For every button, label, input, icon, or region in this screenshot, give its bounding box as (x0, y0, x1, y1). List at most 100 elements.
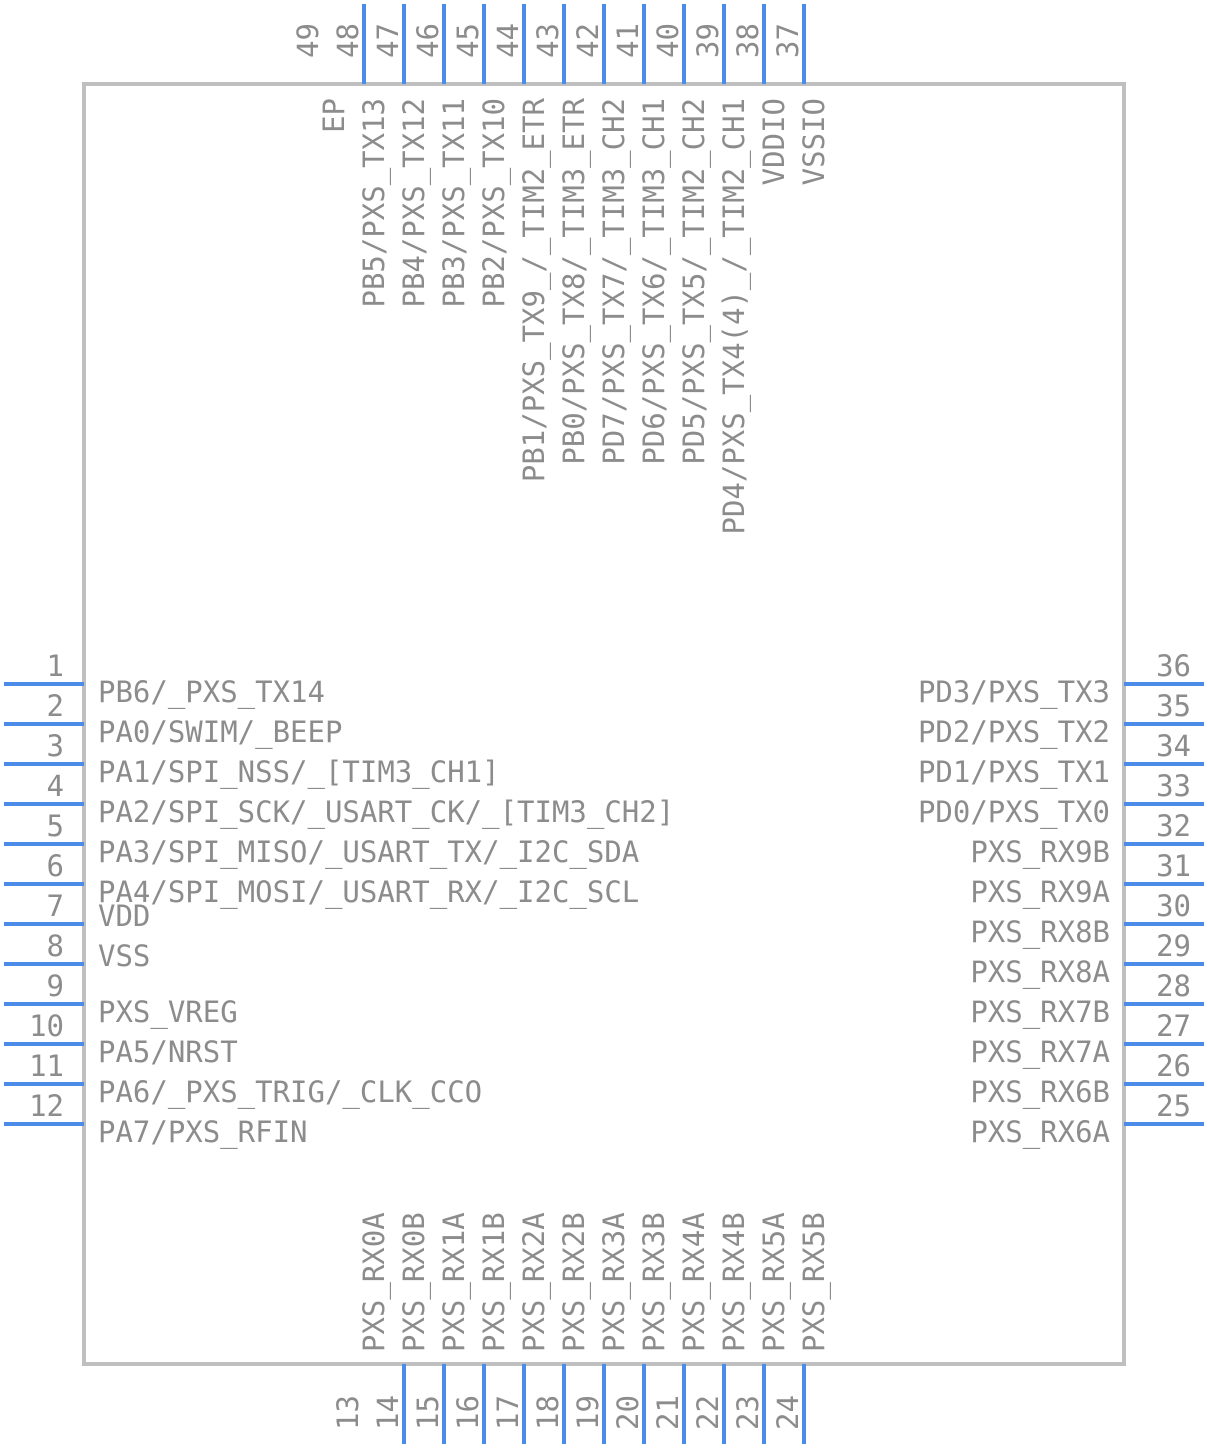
pin-number-36: 36 (1156, 649, 1191, 683)
pin-name-26: PXS_RX6B (970, 1075, 1110, 1110)
pin-number-10: 10 (29, 1009, 64, 1043)
pin-name-21: PXS_RX4A (677, 1212, 712, 1352)
pin-number-20: 20 (611, 1395, 645, 1430)
pin-name-3: PA1/SPI_NSS/_[TIM3_CH1] (98, 755, 500, 790)
pin-name-2: PA0/SWIM/_BEEP (98, 715, 342, 750)
pin-name-43: PB0/PXS_TX8/_TIM3_ETR (557, 97, 592, 464)
pin-number-13: 13 (331, 1395, 365, 1430)
pin-number-33: 33 (1156, 769, 1191, 803)
pin-number-19: 19 (571, 1395, 605, 1430)
pin-number-44: 44 (491, 23, 525, 58)
pin-name-10: PA5/NRST (98, 1035, 238, 1069)
pin-number-2: 2 (47, 689, 64, 723)
pin-number-3: 3 (47, 729, 64, 763)
pin-name-20: PXS_RX3B (637, 1212, 672, 1352)
pin-number-15: 15 (411, 1395, 445, 1430)
pin-number-46: 46 (411, 23, 445, 58)
pin-number-21: 21 (651, 1395, 685, 1430)
pin-number-9: 9 (47, 969, 64, 1003)
pin-number-17: 17 (491, 1395, 525, 1430)
pin-number-29: 29 (1156, 929, 1191, 963)
pin-name-48: PB5/PXS_TX13 (357, 98, 392, 308)
pin-name-31: PXS_RX9A (970, 875, 1110, 910)
pin-number-38: 38 (731, 23, 765, 58)
pin-name-42: PD7/PXS_TX7/_TIM3_CH2 (597, 98, 632, 465)
pin-number-12: 12 (29, 1089, 64, 1123)
pin-number-28: 28 (1156, 969, 1191, 1003)
pin-number-8: 8 (47, 929, 64, 963)
pin-name-39: PD4/PXS_TX4(4)_/_TIM2_CH1 (717, 98, 752, 535)
pin-name-12: PA7/PXS_RFIN (98, 1115, 308, 1150)
pin-name-8: VSS (98, 939, 150, 973)
pin-name-44: PB1/PXS_TX9_/_TIM2_ETR (517, 97, 552, 482)
pin-number-23: 23 (731, 1395, 765, 1430)
pin-name-4: PA2/SPI_SCK/_USART_CK/_[TIM3_CH2] (98, 795, 674, 830)
pin-name-35: PD2/PXS_TX2 (918, 715, 1110, 750)
pin-number-39: 39 (691, 23, 725, 58)
pin-number-5: 5 (47, 809, 64, 843)
pin-number-26: 26 (1156, 1049, 1191, 1083)
pin-number-32: 32 (1156, 809, 1191, 843)
pin-name-18: PXS_RX2B (557, 1212, 592, 1352)
pin-number-47: 47 (371, 23, 405, 58)
pin-name-6: PA4/SPI_MOSI/_USART_RX/_I2C_SCL (98, 875, 639, 910)
pin-name-17: PXS_RX2A (517, 1212, 552, 1352)
pin-number-7: 7 (47, 889, 64, 923)
pin-number-16: 16 (451, 1395, 485, 1430)
pin-number-37: 37 (771, 23, 805, 58)
pin-name-34: PD1/PXS_TX1 (918, 755, 1110, 790)
pin-number-49: 49 (291, 23, 325, 58)
pin-name-19: PXS_RX3A (597, 1212, 632, 1352)
pin-name-36: PD3/PXS_TX3 (918, 675, 1110, 710)
pin-name-14: PXS_RX0B (397, 1212, 432, 1352)
pin-name-41: PD6/PXS_TX6/_TIM3_CH1 (637, 98, 672, 465)
pin-name-1: PB6/_PXS_TX14 (98, 675, 325, 710)
pin-number-11: 11 (29, 1049, 64, 1083)
pin-number-48: 48 (331, 23, 365, 58)
pin-number-43: 43 (531, 23, 565, 58)
pin-name-28: PXS_RX7B (970, 995, 1110, 1030)
pin-name-15: PXS_RX1A (437, 1212, 472, 1352)
pin-name-22: PXS_RX4B (717, 1212, 752, 1352)
pin-number-35: 35 (1156, 689, 1191, 723)
pin-name-45: PB2/PXS_TX10 (477, 98, 512, 308)
pin-number-40: 40 (651, 23, 685, 58)
pin-number-24: 24 (771, 1395, 805, 1430)
pin-name-29: PXS_RX8A (970, 955, 1110, 990)
pin-number-30: 30 (1156, 889, 1191, 923)
chip-body (82, 82, 1126, 1366)
pin-name-49: EP (317, 98, 351, 133)
pin-number-14: 14 (371, 1395, 405, 1430)
pin-name-27: PXS_RX7A (970, 1035, 1110, 1070)
pin-name-32: PXS_RX9B (970, 835, 1110, 870)
pin-name-16: PXS_RX1B (477, 1212, 512, 1352)
pin-number-1: 1 (47, 649, 64, 683)
pin-number-34: 34 (1156, 729, 1191, 763)
pin-number-22: 22 (691, 1395, 725, 1430)
pin-name-11: PA6/_PXS_TRIG/_CLK_CCO (98, 1075, 482, 1110)
pin-name-47: PB4/PXS_TX12 (397, 98, 432, 308)
pin-name-33: PD0/PXS_TX0 (918, 795, 1110, 830)
pin-name-46: PB3/PXS_TX11 (437, 98, 472, 308)
pin-number-18: 18 (531, 1395, 565, 1430)
pin-name-5: PA3/SPI_MISO/_USART_TX/_I2C_SDA (98, 835, 639, 870)
pin-name-13: PXS_RX0A (357, 1212, 392, 1352)
pin-number-45: 45 (451, 23, 485, 58)
pin-name-30: PXS_RX8B (970, 915, 1110, 950)
pin-name-25: PXS_RX6A (970, 1115, 1110, 1150)
pin-name-37: VSSIO (797, 98, 831, 185)
pin-number-42: 42 (571, 23, 605, 58)
pin-number-31: 31 (1156, 849, 1191, 883)
pin-number-25: 25 (1156, 1089, 1191, 1123)
pin-name-23: PXS_RX5A (757, 1212, 792, 1352)
pin-name-9: PXS_VREG (98, 995, 238, 1030)
pin-number-6: 6 (47, 849, 64, 883)
pin-name-38: VDDIO (757, 98, 791, 185)
pin-number-27: 27 (1156, 1009, 1191, 1043)
pin-number-4: 4 (47, 769, 64, 803)
pin-number-41: 41 (611, 23, 645, 58)
pin-name-7: VDD (98, 899, 150, 933)
pin-name-40: PD5/PXS_TX5/_TIM2_CH2 (677, 98, 712, 465)
